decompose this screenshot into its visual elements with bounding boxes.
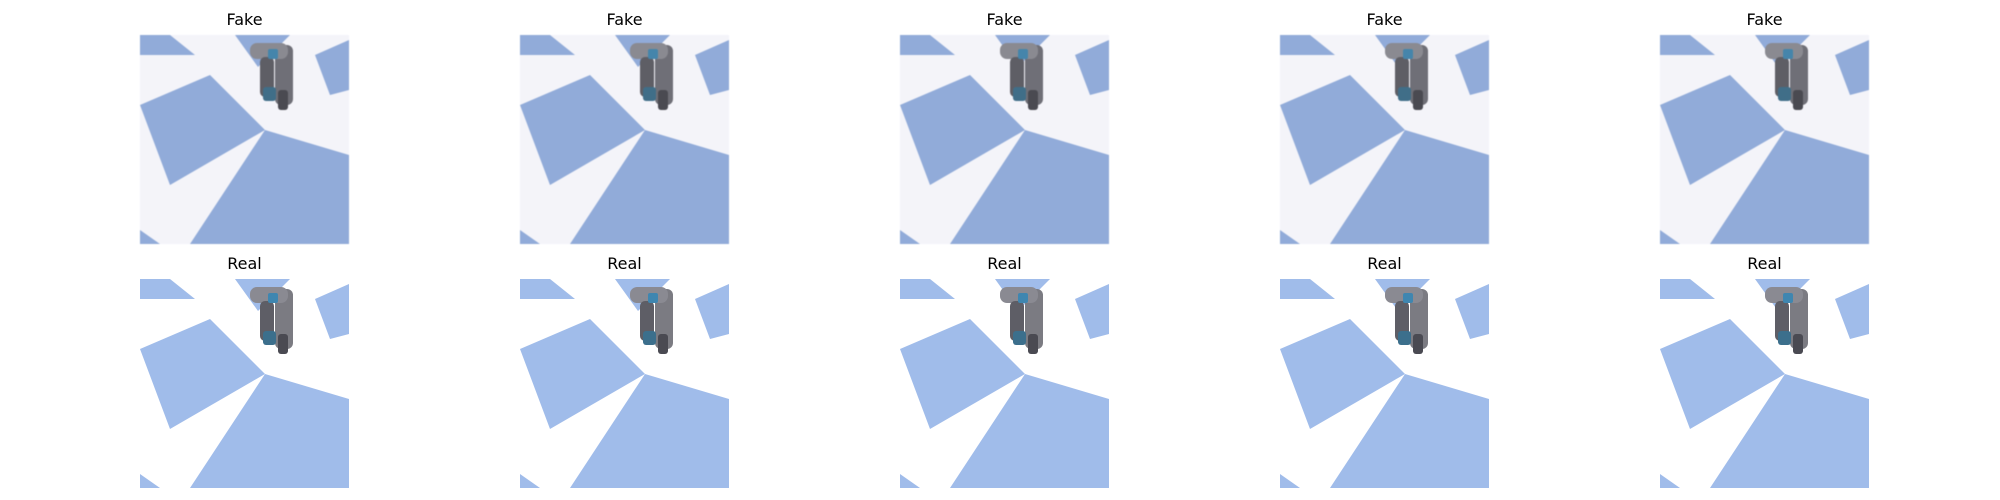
robot-arm-icon (630, 43, 673, 110)
fake-title-3: Fake (986, 10, 1023, 29)
robot-arm-icon (1385, 287, 1428, 354)
fake-title-2: Fake (606, 10, 643, 29)
fake-image-2 (520, 35, 729, 244)
real-title-4: Real (1367, 254, 1402, 273)
fake-image-1 (140, 35, 349, 244)
real-title-3: Real (987, 254, 1022, 273)
real-image-4 (1280, 279, 1489, 488)
fake-cell-1: Fake (140, 10, 349, 244)
real-title-5: Real (1747, 254, 1782, 273)
real-title-2: Real (607, 254, 642, 273)
robot-arm-icon (1765, 43, 1808, 110)
robot-arm-icon (1765, 287, 1808, 354)
real-cell-4: Real (1280, 254, 1489, 488)
fake-cell-3: Fake (900, 10, 1109, 244)
fake-image-5 (1660, 35, 1869, 244)
real-cell-3: Real (900, 254, 1109, 488)
real-image-5 (1660, 279, 1869, 488)
fake-title-5: Fake (1746, 10, 1783, 29)
real-cell-2: Real (520, 254, 729, 488)
robot-arm-icon (250, 43, 293, 110)
real-image-1 (140, 279, 349, 488)
fake-cell-5: Fake (1660, 10, 1869, 244)
fake-title-1: Fake (226, 10, 263, 29)
real-image-3 (900, 279, 1109, 488)
fake-image-4 (1280, 35, 1489, 244)
fake-cell-2: Fake (520, 10, 729, 244)
fake-title-4: Fake (1366, 10, 1403, 29)
real-cell-5: Real (1660, 254, 1869, 488)
robot-arm-icon (630, 287, 673, 354)
robot-arm-icon (1385, 43, 1428, 110)
real-cell-1: Real (140, 254, 349, 488)
real-image-2 (520, 279, 729, 488)
fake-image-3 (900, 35, 1109, 244)
robot-arm-icon (1000, 43, 1043, 110)
fake-cell-4: Fake (1280, 10, 1489, 244)
robot-arm-icon (1000, 287, 1043, 354)
robot-arm-icon (250, 287, 293, 354)
real-title-1: Real (227, 254, 262, 273)
